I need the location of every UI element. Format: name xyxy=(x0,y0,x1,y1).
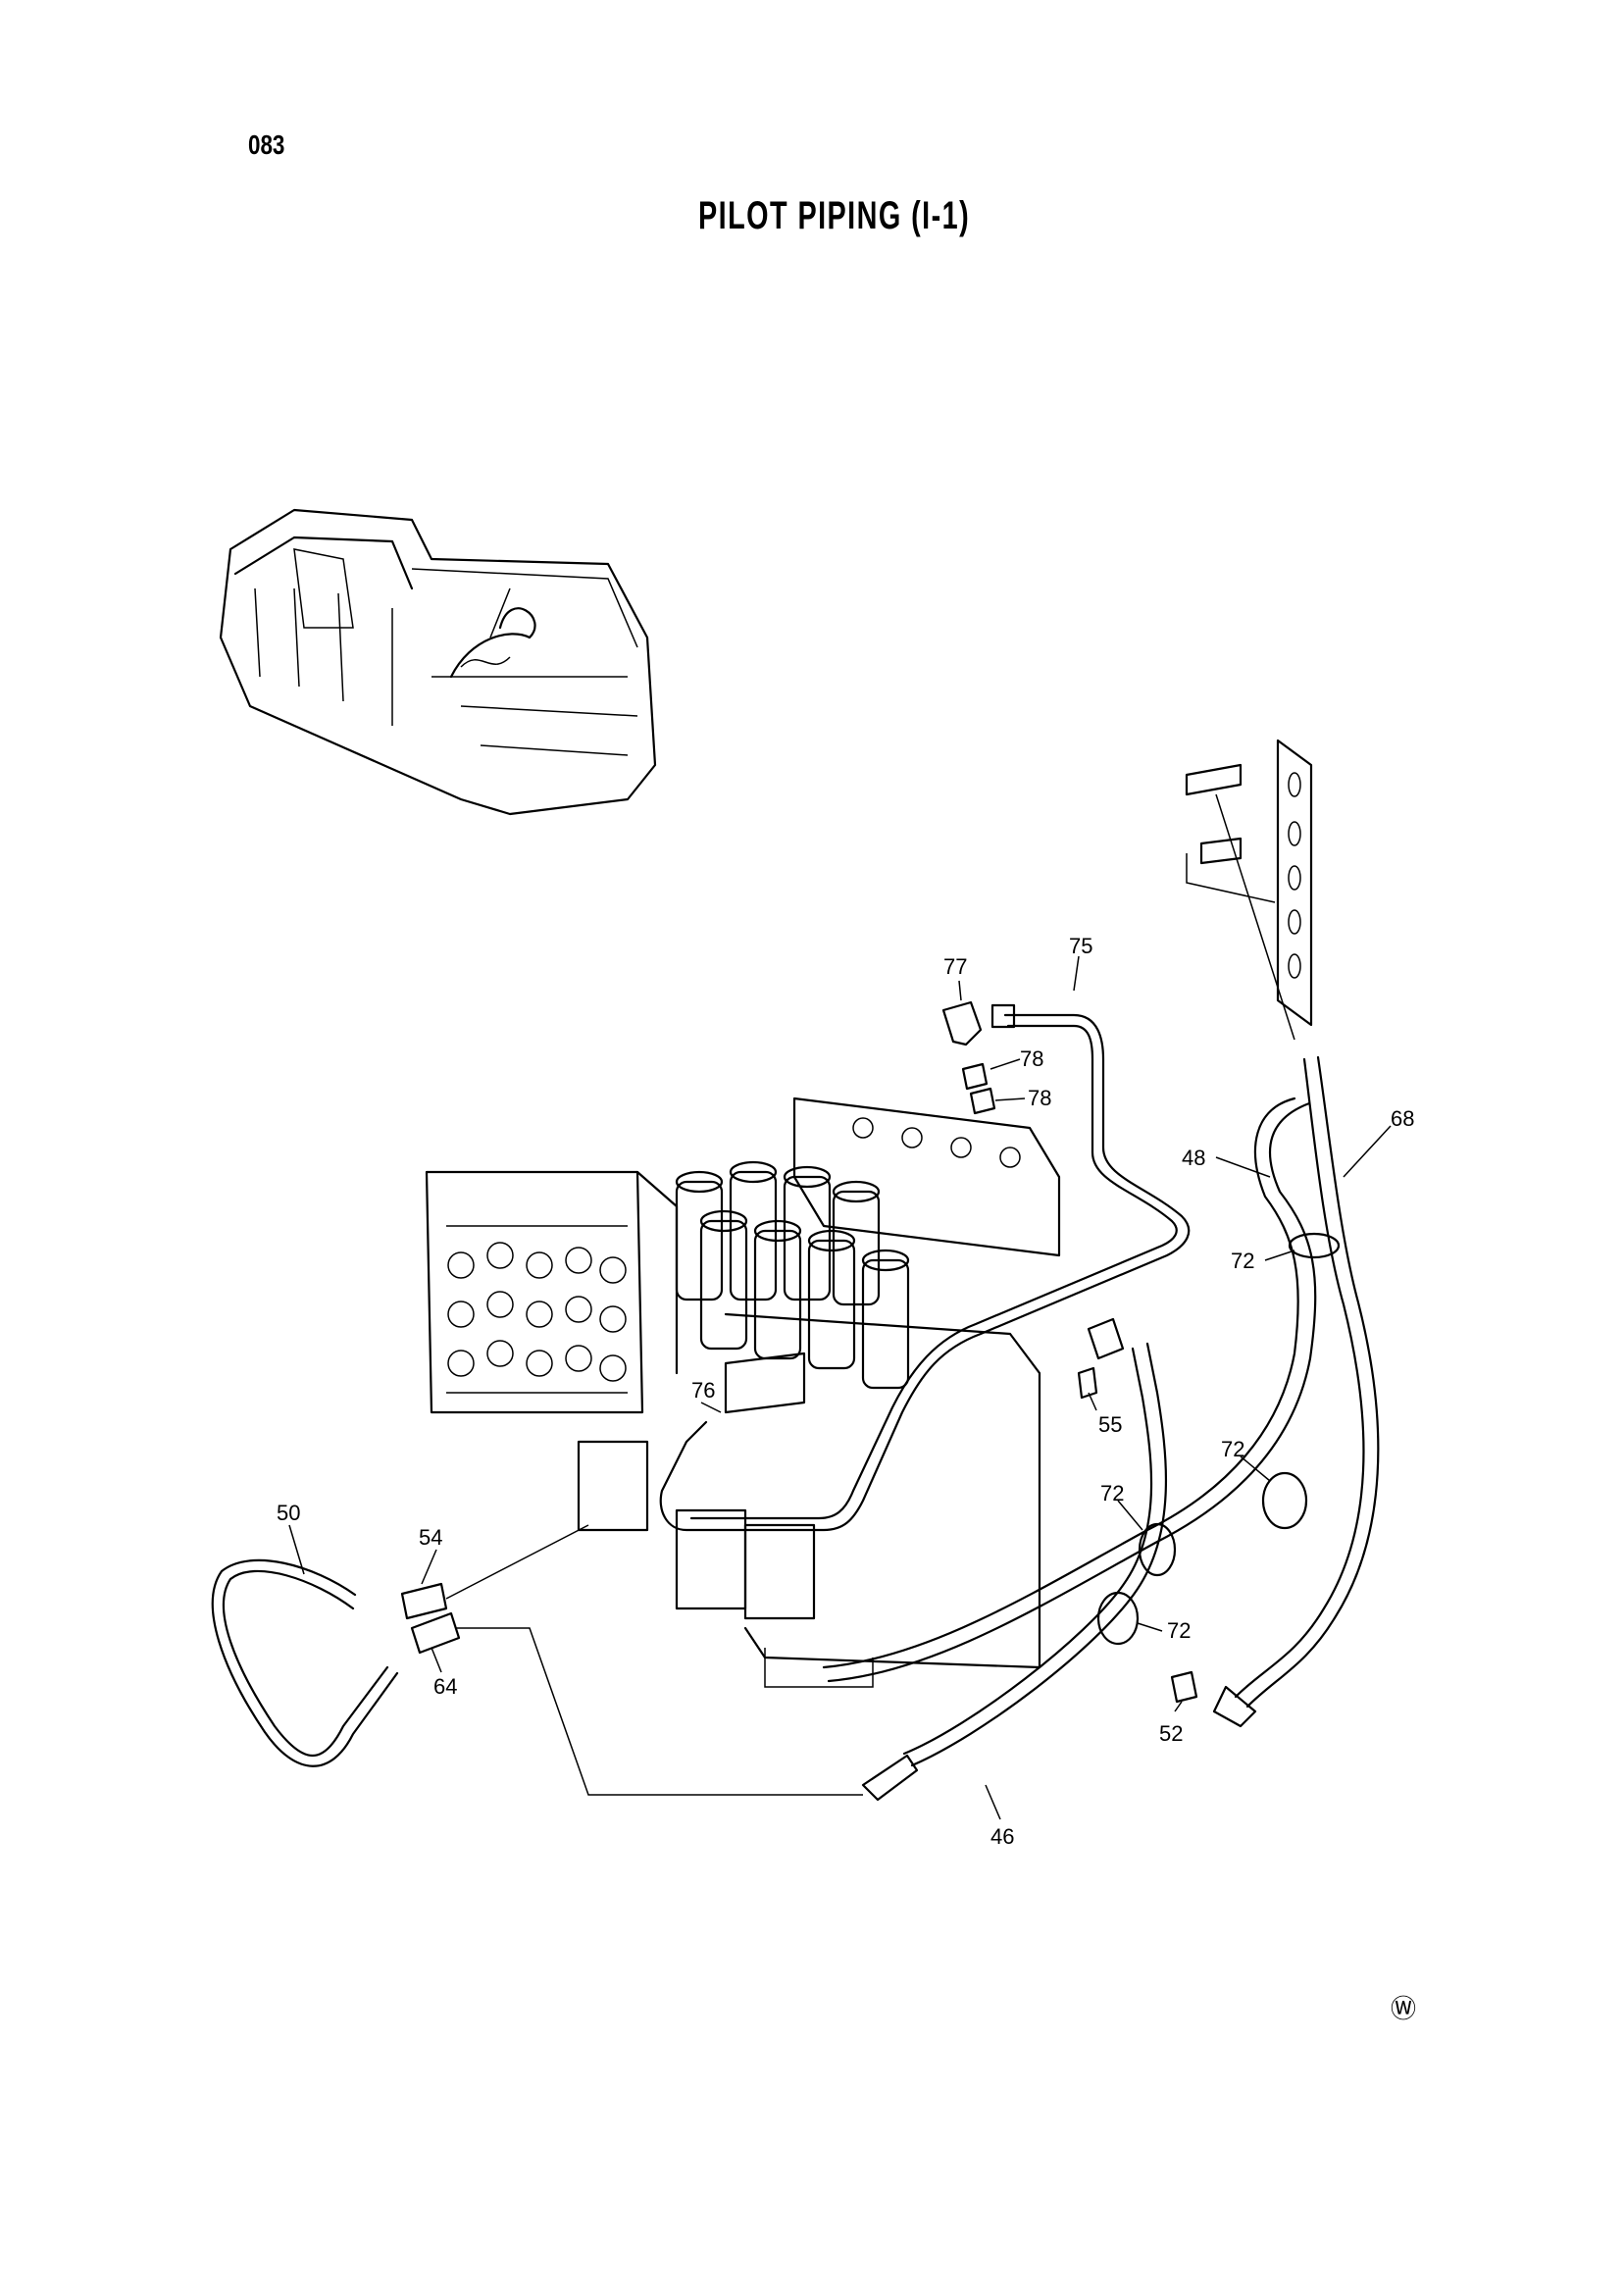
callout-54: 54 xyxy=(419,1525,442,1550)
plug-78a xyxy=(961,1062,989,1091)
pilot-block-panel xyxy=(1185,739,1313,1041)
excavator-overview xyxy=(219,508,657,816)
callout-72d: 72 xyxy=(1167,1618,1191,1643)
callout-77: 77 xyxy=(943,954,967,979)
callout-68: 68 xyxy=(1391,1106,1414,1131)
fitting-77 xyxy=(941,1000,983,1046)
callout-76: 76 xyxy=(691,1378,715,1403)
callout-46: 46 xyxy=(990,1824,1014,1849)
page-number: 083 xyxy=(248,129,285,160)
callout-48: 48 xyxy=(1182,1146,1205,1170)
callout-72a: 72 xyxy=(1231,1249,1254,1273)
watermark-mark: Ⓦ xyxy=(1391,1995,1417,2024)
callout-72b: 72 xyxy=(1221,1437,1244,1461)
callout-50: 50 xyxy=(277,1501,300,1525)
callout-64: 64 xyxy=(433,1674,457,1699)
clamp-72d xyxy=(1096,1591,1140,1646)
hose-46 xyxy=(910,1342,1168,1767)
control-valve-assembly xyxy=(425,1097,1061,1688)
callout-72c: 72 xyxy=(1100,1481,1124,1505)
hose-68 xyxy=(1234,1057,1365,1699)
callout-78a: 78 xyxy=(1020,1046,1043,1071)
callout-55: 55 xyxy=(1098,1412,1122,1437)
plug-78b xyxy=(969,1087,996,1115)
callout-52: 52 xyxy=(1159,1721,1183,1746)
pipe-75 xyxy=(659,1013,1191,1532)
fitting-64 xyxy=(410,1611,461,1655)
hose-48 xyxy=(822,1097,1299,1669)
callout-78b: 78 xyxy=(1028,1086,1051,1110)
hose-50 xyxy=(222,1569,389,1757)
page-title: PILOT PIPING (I-1) xyxy=(698,194,971,237)
callouts: 75 77 78 78 48 68 72 76 55 72 72 50 54 6… xyxy=(277,934,1414,1849)
fitting-54 xyxy=(400,1582,448,1620)
clamp-72a xyxy=(1288,1232,1341,1259)
leader-lines xyxy=(288,955,1392,1820)
fitting-52 xyxy=(1170,1670,1198,1704)
callout-75: 75 xyxy=(1069,934,1092,958)
clamp-72b xyxy=(1261,1471,1308,1530)
clamp-72c xyxy=(1138,1522,1177,1577)
